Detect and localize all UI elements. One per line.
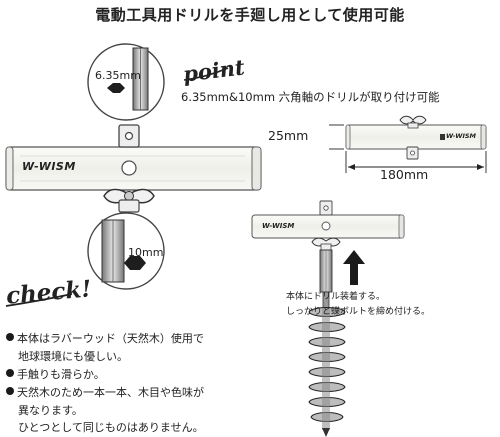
- hex-callout-small: [87, 43, 165, 121]
- bullet-icon: [6, 369, 14, 377]
- center-hole: [121, 160, 137, 176]
- brand-logo-dimension: W-WISM: [446, 132, 477, 140]
- check-item-3-line1: 天然木のため一本一本、木目や色味が: [17, 386, 204, 399]
- check-item-1-line1: 本体はラバーウッド（天然木）使用で: [17, 332, 204, 345]
- check-item-3-line2: 異なります。: [18, 403, 83, 417]
- dimension-width-label: 180mm: [380, 167, 429, 182]
- assembly-note: 本体にドリル装着する。 しっかりと蝶ボルトを締め付ける。: [286, 290, 430, 320]
- brand-logo-main: W-WISM: [22, 160, 76, 173]
- check-item-1: 本体はラバーウッド（天然木）使用で 地球環境にも優しい。: [6, 330, 204, 365]
- hex-large-icon: [124, 256, 146, 270]
- check-item-3-line3: ひとつとして同じものはありません。: [18, 421, 204, 434]
- auger-bit-spiral: [308, 307, 346, 422]
- dimension-drawing: [329, 115, 487, 173]
- check-item-1-line2: 地球環境にも優しい。: [18, 349, 128, 363]
- brand-logo-assembly: W-WISM: [262, 222, 295, 230]
- point-description: 6.35mm&10mm 六角軸のドリルが取り付け可能: [181, 90, 440, 104]
- check-item-2-line1: 手触りも滑らか。: [17, 368, 105, 381]
- assembly-drawing: [251, 200, 405, 437]
- bullet-icon: [6, 333, 14, 341]
- hex-large-label: 10mm: [128, 246, 164, 259]
- main-handle: [5, 124, 262, 213]
- hex-small-label: 6.35mm: [95, 69, 141, 82]
- page-title: 電動工具用ドリルを手廻し用として使用可能: [95, 6, 405, 24]
- insert-arrow-icon: [343, 250, 365, 285]
- assembly-note-line2: しっかりと蝶ボルトを締め付ける。: [286, 307, 431, 317]
- check-item-2: 手触りも滑らか。: [6, 366, 105, 384]
- hex-callout-large: [87, 212, 165, 290]
- hex-small-icon: [107, 83, 125, 93]
- assembly-note-line1: 本体にドリル装着する。: [286, 292, 386, 302]
- bullet-icon: [6, 387, 14, 395]
- dimension-height-label: 25mm: [268, 128, 309, 143]
- check-underline: [5, 293, 73, 307]
- point-underline: [183, 67, 229, 81]
- wing-bolt: [103, 188, 155, 213]
- check-item-3: 天然木のため一本一本、木目や色味が 異なります。 ひとつとして同じものはありませ…: [6, 384, 204, 437]
